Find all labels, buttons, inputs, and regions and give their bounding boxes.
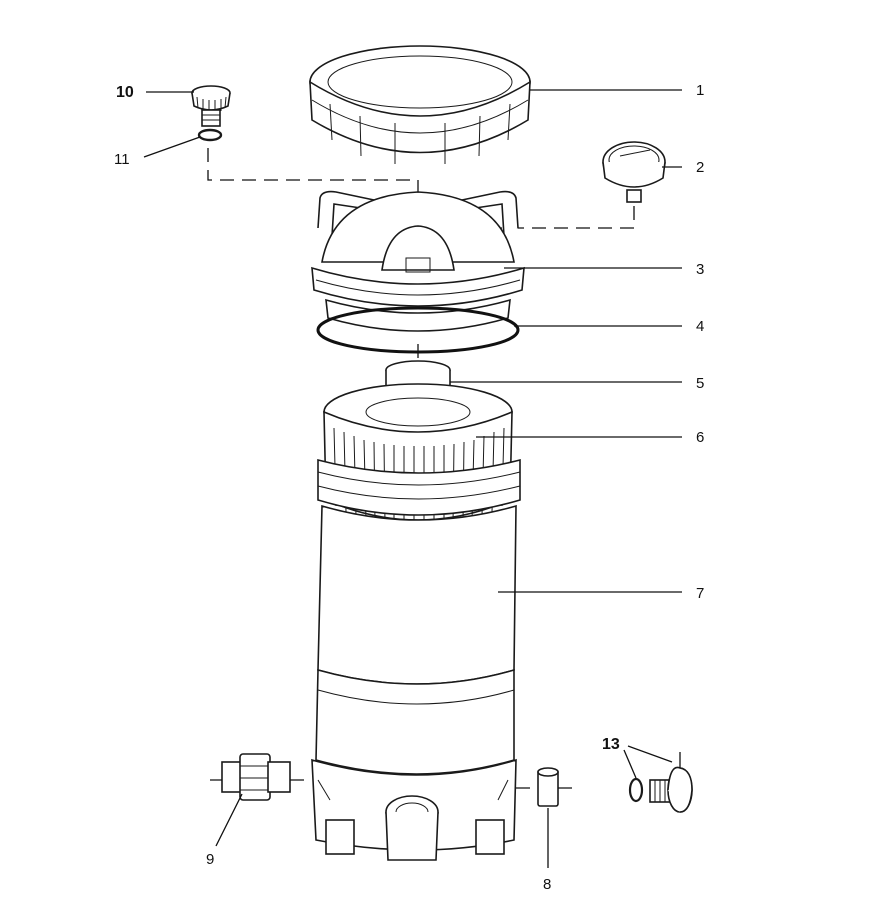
part-filter-lid (311, 190, 525, 307)
leader-13a (623, 749, 637, 779)
callout-7: 7 (696, 585, 704, 602)
leader-lines (143, 89, 682, 868)
callout-10: 10 (116, 84, 134, 101)
callout-labels: 1 2 3 4 5 6 7 8 9 10 11 13 (114, 82, 704, 893)
callout-4: 4 (696, 318, 704, 335)
callout-3: 3 (696, 261, 704, 278)
callout-1: 1 (696, 82, 704, 99)
callout-6: 6 (696, 429, 704, 446)
callout-11: 11 (114, 151, 130, 168)
part-lock-ring (309, 45, 531, 164)
leader-11 (143, 136, 201, 158)
part-o-ring-small (197, 128, 223, 142)
part-air-relief-valve (191, 85, 231, 127)
callout-13: 13 (602, 736, 620, 753)
part-drain-valve (628, 766, 693, 813)
callout-8: 8 (543, 876, 551, 893)
leader-13b (627, 745, 673, 763)
part-pressure-gauge (602, 141, 666, 203)
callout-5: 5 (696, 375, 704, 392)
part-filter-tank (311, 458, 521, 861)
part-union-fitting (221, 753, 291, 801)
callout-9: 9 (206, 851, 214, 868)
callout-2: 2 (696, 159, 704, 176)
connector-valve-to-lid (207, 148, 419, 200)
part-drain-plug (537, 767, 559, 807)
leader-9 (215, 793, 243, 847)
